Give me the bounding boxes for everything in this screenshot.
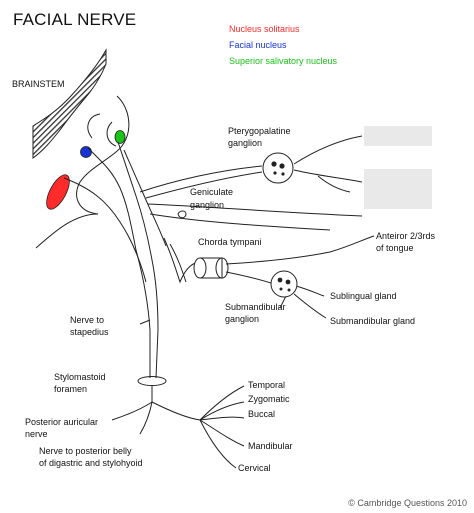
label-geniculate-line1: Geniculate (190, 187, 234, 197)
label-posterior-auricular-line1: Posterior auricular (25, 417, 99, 427)
facial-nucleus-shape (80, 146, 92, 158)
label-stylomastoid-line2: foramen (54, 384, 88, 394)
label-stylomastoid-line1: Stylomastoid (54, 372, 106, 382)
label-posterior-belly-line1: Nerve to posterior belly (39, 446, 132, 456)
label-chorda-tympani: Chorda tympani (198, 237, 262, 247)
label-posterior-auricular-line2: nerve (25, 429, 48, 439)
label-posterior-belly-line2: of digastric and stylohyoid (39, 458, 143, 468)
nucleus-solitarius-shape (46, 174, 70, 210)
label-submandibular-ganglion-line1: Submandibular (225, 302, 286, 312)
copyright-footer: © Cambridge Questions 2010 (348, 498, 467, 508)
submandibular-ganglion-shape (270, 270, 298, 298)
label-geniculate-line2: ganglion (190, 200, 225, 210)
tympanic-cylinder-shape (193, 257, 229, 279)
label-buccal: Buccal (248, 409, 276, 419)
label-submandibular-gland: Submandibular gland (330, 316, 416, 326)
label-submandibular-ganglion-line2: ganglion (225, 314, 260, 324)
label-brainstem: BRAINSTEM (12, 79, 65, 89)
legend-superior-salivatory-nucleus: Superior salivatory nucleus (229, 56, 338, 66)
label-pterygopalatine-line2: ganglion (228, 138, 263, 148)
superior-salivatory-nucleus-shape (114, 130, 126, 144)
pterygopalatine-ganglion-shape (262, 152, 294, 184)
label-zygomatic: Zygomatic (248, 394, 290, 404)
diagram-title: FACIAL NERVE (13, 10, 137, 29)
label-nerve-to-stapedius-line2: stapedius (70, 327, 109, 337)
brainstem-shape (32, 48, 107, 159)
label-cervical: Cervical (238, 463, 271, 473)
label-anterior-tongue-line1: Anteiror 2/3rds (376, 231, 436, 241)
answer-box-pterygopalatine (364, 126, 432, 146)
label-sublingual-gland: Sublingual gland (330, 291, 397, 301)
label-temporal: Temporal (248, 380, 286, 390)
label-nerve-to-stapedius-line1: Nerve to (70, 315, 105, 325)
label-anterior-tongue-line2: of tongue (376, 243, 414, 253)
label-pterygopalatine-line1: Pterygopalatine (228, 126, 291, 136)
legend-facial-nucleus: Facial nucleus (229, 40, 287, 50)
answer-box-lacrimal (364, 169, 432, 209)
label-mandibular: Mandibular (248, 441, 293, 451)
legend-nucleus-solitarius: Nucleus solitarius (229, 24, 300, 34)
